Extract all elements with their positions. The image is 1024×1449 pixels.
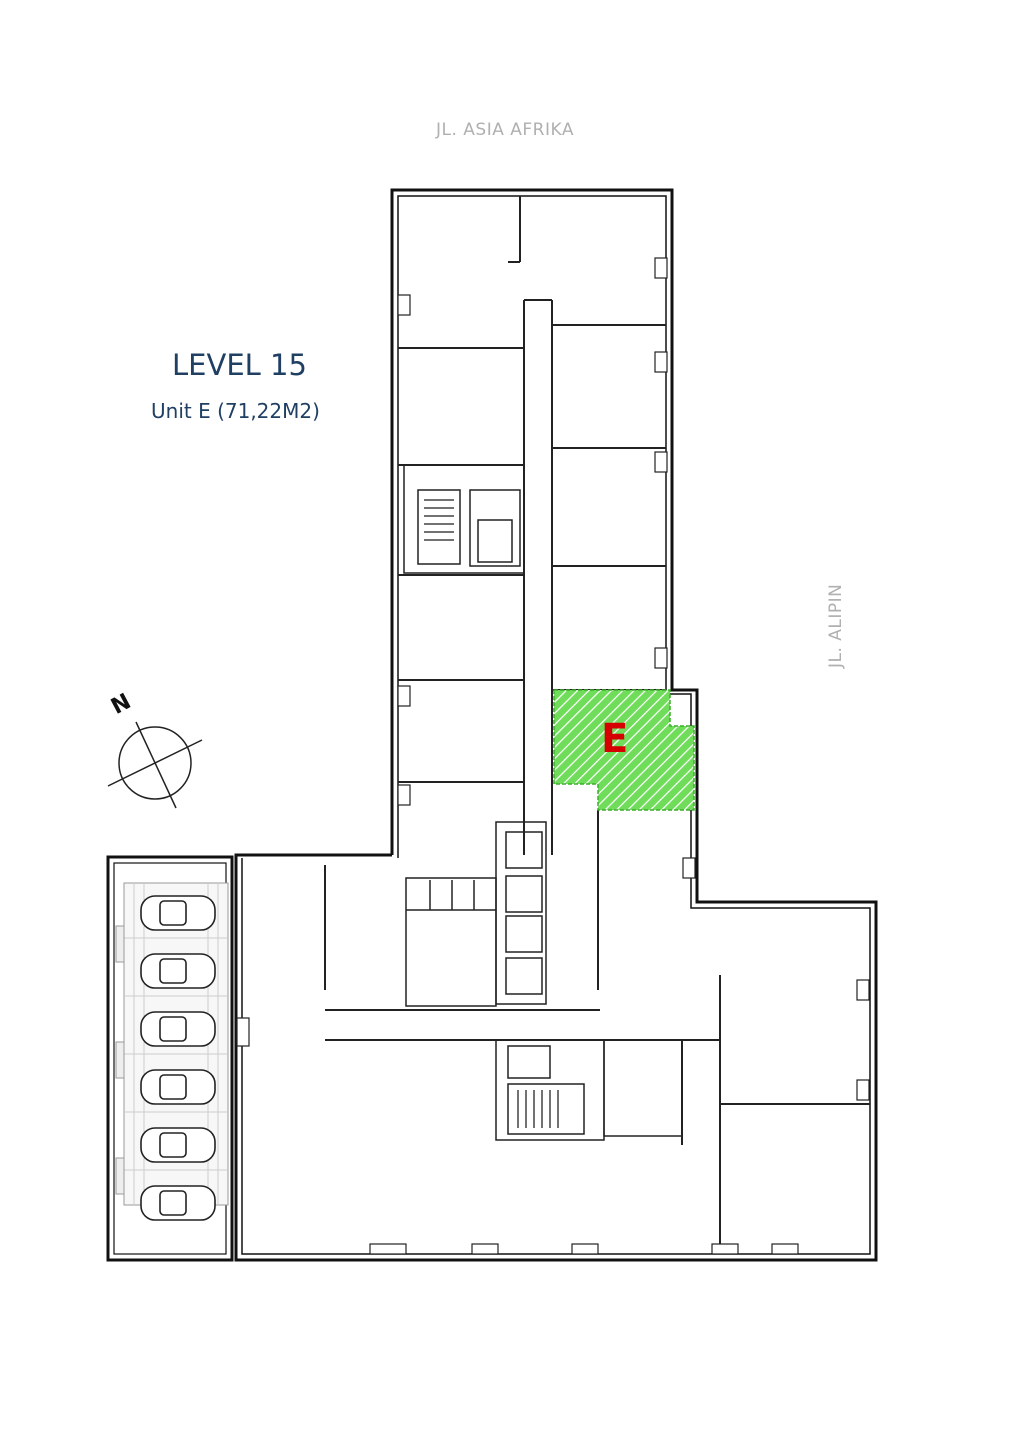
car-icon <box>140 1127 216 1163</box>
stair-core-south <box>495 1039 683 1141</box>
columns <box>236 257 870 1255</box>
level-title: LEVEL 15 <box>172 348 307 382</box>
stair-core-north <box>403 464 525 574</box>
street-label-top: JL. ASIA AFRIKA <box>436 120 574 140</box>
unit-letter: E <box>601 716 629 762</box>
car-icon <box>140 895 216 931</box>
unit-subtitle: Unit E (71,22M2) <box>151 399 320 423</box>
street-label-right: JL. ALIPIN <box>826 583 846 668</box>
parking-area <box>106 855 234 1262</box>
car-icon <box>140 953 216 989</box>
car-icon <box>140 1011 216 1047</box>
unit-e-highlight[interactable] <box>553 689 695 811</box>
compass-icon <box>107 721 203 809</box>
restrooms <box>405 877 497 1007</box>
car-icon <box>140 1069 216 1105</box>
car-icon <box>140 1185 216 1221</box>
elevator-bank <box>495 821 547 1005</box>
